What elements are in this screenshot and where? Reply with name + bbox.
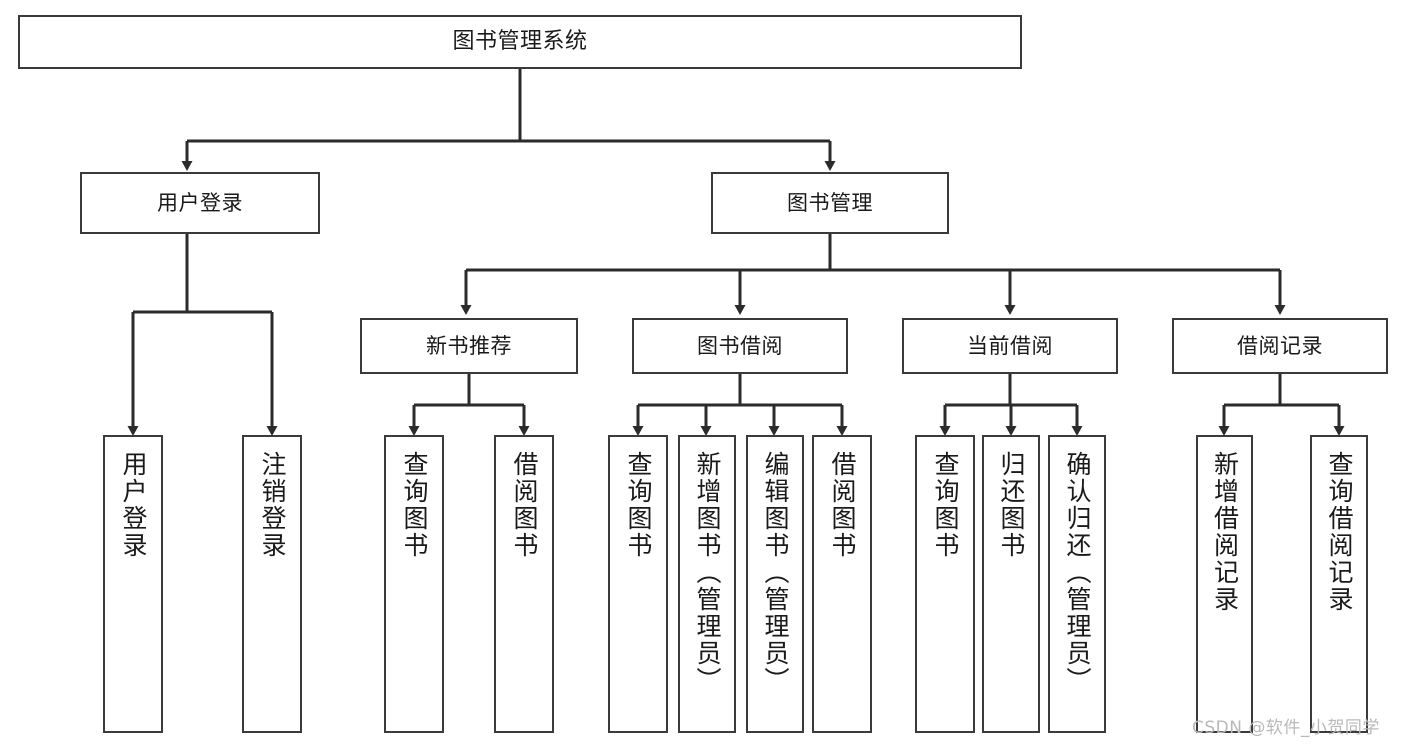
node-borrow-records[interactable]: 借阅记录 (1172, 318, 1388, 374)
node-book-management[interactable]: 图书管理 (711, 172, 949, 234)
node-label: 图书借阅 (697, 333, 783, 358)
node-label: 编辑图书（管理员） (761, 451, 790, 694)
node-label: 图书管理 (787, 190, 873, 215)
node-label: 归还图书 (997, 451, 1026, 559)
node-book-borrow[interactable]: 图书借阅 (632, 318, 848, 374)
node-label: 注销登录 (258, 451, 287, 559)
leaf-records-add-record[interactable]: 新增借阅记录 (1196, 435, 1253, 733)
leaf-current-query-book[interactable]: 查询图书 (915, 435, 975, 733)
leaf-borrow-borrow-book[interactable]: 借阅图书 (812, 435, 872, 733)
node-label: 借阅图书 (510, 451, 539, 559)
node-label: 借阅记录 (1237, 333, 1323, 358)
node-root-library-system[interactable]: 图书管理系统 (18, 15, 1022, 69)
node-label: 查询图书 (400, 451, 429, 559)
node-label: 查询图书 (931, 451, 960, 559)
leaf-user-login-login[interactable]: 用户登录 (103, 435, 163, 733)
node-label: 当前借阅 (967, 333, 1053, 358)
leaf-current-confirm-return-admin[interactable]: 确认归还（管理员） (1048, 435, 1106, 733)
leaf-borrow-add-book-admin[interactable]: 新增图书（管理员） (678, 435, 736, 733)
watermark: CSDN @软件_小贺同学 (1192, 718, 1380, 738)
node-label: 用户登录 (119, 451, 148, 559)
node-label: 新增借阅记录 (1210, 451, 1240, 613)
node-label: 新书推荐 (426, 333, 512, 358)
node-label: 新增图书（管理员） (693, 451, 722, 694)
node-label: 借阅图书 (828, 451, 857, 559)
leaf-current-return-book[interactable]: 归还图书 (982, 435, 1040, 733)
node-label: 查询图书 (624, 451, 653, 559)
node-new-book-recommend[interactable]: 新书推荐 (360, 318, 578, 374)
leaf-borrow-edit-book-admin[interactable]: 编辑图书（管理员） (746, 435, 804, 733)
node-user-login[interactable]: 用户登录 (80, 172, 320, 234)
node-label: 用户登录 (157, 190, 243, 215)
node-label: 图书管理系统 (452, 29, 588, 55)
node-label: 确认归还（管理员） (1063, 451, 1092, 694)
node-label: 查询借阅记录 (1325, 451, 1354, 613)
leaf-user-login-logout[interactable]: 注销登录 (242, 435, 302, 733)
leaf-recommend-borrow-book[interactable]: 借阅图书 (494, 435, 554, 733)
leaf-records-query-record[interactable]: 查询借阅记录 (1310, 435, 1368, 733)
leaf-borrow-query-book[interactable]: 查询图书 (608, 435, 668, 733)
node-current-borrow[interactable]: 当前借阅 (902, 318, 1118, 374)
leaf-recommend-query-book[interactable]: 查询图书 (384, 435, 444, 733)
